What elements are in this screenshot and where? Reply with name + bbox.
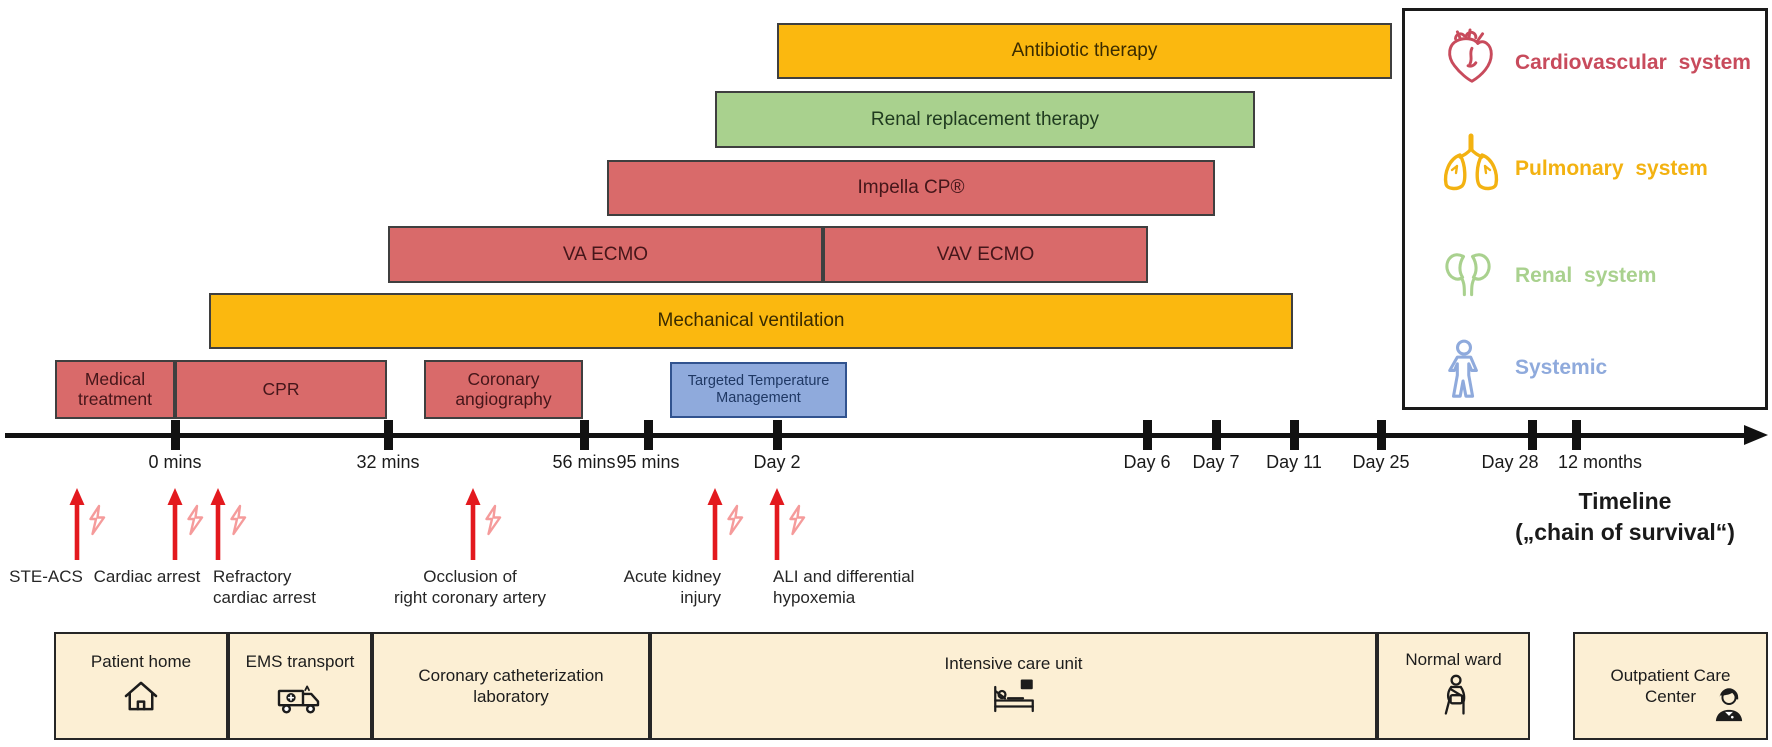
kidneys-icon (1439, 242, 1497, 305)
tick-label-day-7: Day 7 (1192, 452, 1240, 472)
tick-day-25 (1376, 420, 1386, 450)
patient-sling-icon (1435, 674, 1473, 723)
event-arrow-ali-and-differential-hypoxemia (768, 486, 812, 569)
lungs-icon (1439, 132, 1503, 201)
timeline-title-line1: Timeline (1578, 488, 1672, 514)
event-label-cardiac-arrest: Cardiac arrest (93, 567, 201, 586)
tick-day-28 (1527, 420, 1537, 450)
tick-12-months (1571, 420, 1581, 450)
location-label-coronary-catheterization-laboratory: Coronary catheterization laboratory (418, 665, 604, 706)
event-label-refractory-cardiac-arrest: Refractory cardiac arrest (213, 567, 316, 608)
event-arrow-ste-acs (68, 486, 112, 569)
tick-day-7 (1211, 420, 1221, 450)
tick-day-2 (772, 420, 782, 450)
therapy-bar-renal-replacement-therapy: Renal replacement therapy (715, 91, 1255, 148)
tick-label-95-mins: 95 mins (616, 452, 680, 472)
event-label-ste-acs: STE-ACS (9, 567, 83, 586)
tick-label-12-months: 12 months (1557, 452, 1643, 472)
tick-label-56-mins: 56 mins (552, 452, 616, 472)
event-arrow-occlusion-of-right-coronary-artery (464, 486, 508, 569)
location-label-ems-transport: EMS transport (245, 651, 355, 671)
tick-0-mins (170, 420, 180, 450)
house-icon (121, 676, 161, 721)
timeline-title: Timeline („chain of survival“) (1460, 486, 1772, 548)
tick-label-day-25: Day 25 (1352, 452, 1410, 472)
tick-label-day-6: Day 6 (1123, 452, 1171, 472)
location-coronary-catheterization-laboratory: Coronary catheterization laboratory (372, 632, 650, 740)
event-arrow-acute-kidney-injury (706, 486, 750, 569)
location-intensive-care-unit: Intensive care unit (650, 632, 1377, 740)
therapy-bar-va-ecmo: VA ECMO (388, 226, 823, 283)
therapy-bar-cpr: CPR (175, 360, 387, 419)
location-label-intensive-care-unit: Intensive care unit (944, 654, 1083, 674)
event-arrow-cardiac-arrest (166, 486, 210, 569)
therapy-bar-mechanical-ventilation: Mechanical ventilation (209, 293, 1293, 349)
tick-day-6 (1142, 420, 1152, 450)
location-label-outpatient-care-center: Outpatient Care Center (1610, 665, 1731, 706)
location-label-normal-ward: Normal ward (1405, 650, 1502, 670)
location-outpatient-care-center: Outpatient Care Center (1573, 632, 1768, 740)
event-label-ali-and-differential-hypoxemia: ALI and differential hypoxemia (773, 567, 915, 608)
location-patient-home: Patient home (54, 632, 228, 740)
event-label-acute-kidney-injury: Acute kidney injury (623, 567, 721, 608)
ambulance-icon (276, 675, 324, 721)
tick-label-day-2: Day 2 (753, 452, 801, 472)
timeline-axis-line (5, 432, 1748, 438)
tick-label-day-11: Day 11 (1266, 452, 1322, 472)
tick-56-mins (579, 420, 589, 450)
tick-label-0-mins: 0 mins (148, 452, 202, 472)
location-normal-ward: Normal ward (1377, 632, 1530, 740)
legend-label-pulmonary-system: Pulmonary system (1515, 157, 1708, 180)
tick-label-32-mins: 32 mins (356, 452, 420, 472)
therapy-bar-impella-cp: Impella CP® (607, 160, 1215, 216)
location-ems-transport: EMS transport (228, 632, 372, 740)
therapy-bar-vav-ecmo: VAV ECMO (823, 226, 1148, 283)
legend-label-renal-system: Renal system (1515, 264, 1657, 287)
tick-label-day-28: Day 28 (1481, 452, 1539, 472)
tick-32-mins (383, 420, 393, 450)
hospital-bed-icon (990, 678, 1038, 719)
therapy-bar-antibiotic-therapy: Antibiotic therapy (777, 23, 1392, 79)
legend-label-systemic: Systemic (1515, 356, 1608, 379)
timeline-title-line2: („chain of survival“) (1515, 519, 1735, 546)
therapy-bar-coronary-angiography: Coronary angiography (424, 360, 583, 419)
event-label-occlusion-of-right-coronary-artery: Occlusion of right coronary artery (393, 567, 547, 608)
event-arrow-refractory-cardiac-arrest (209, 486, 253, 569)
person-icon (1439, 339, 1489, 405)
therapy-bar-targeted-temperature-management: Targeted Temperature Management (670, 362, 847, 418)
tick-95-mins (643, 420, 653, 450)
heart-icon (1439, 27, 1501, 94)
location-label-patient-home: Patient home (90, 652, 192, 672)
legend-label-cardiovascular-system: Cardiovascular system (1515, 51, 1751, 74)
therapy-bar-medical-treatment: Medical treatment (55, 360, 175, 419)
doctor-icon (1708, 683, 1750, 730)
tick-day-11 (1289, 420, 1299, 450)
timeline-axis-arrowhead-icon (1744, 425, 1768, 445)
